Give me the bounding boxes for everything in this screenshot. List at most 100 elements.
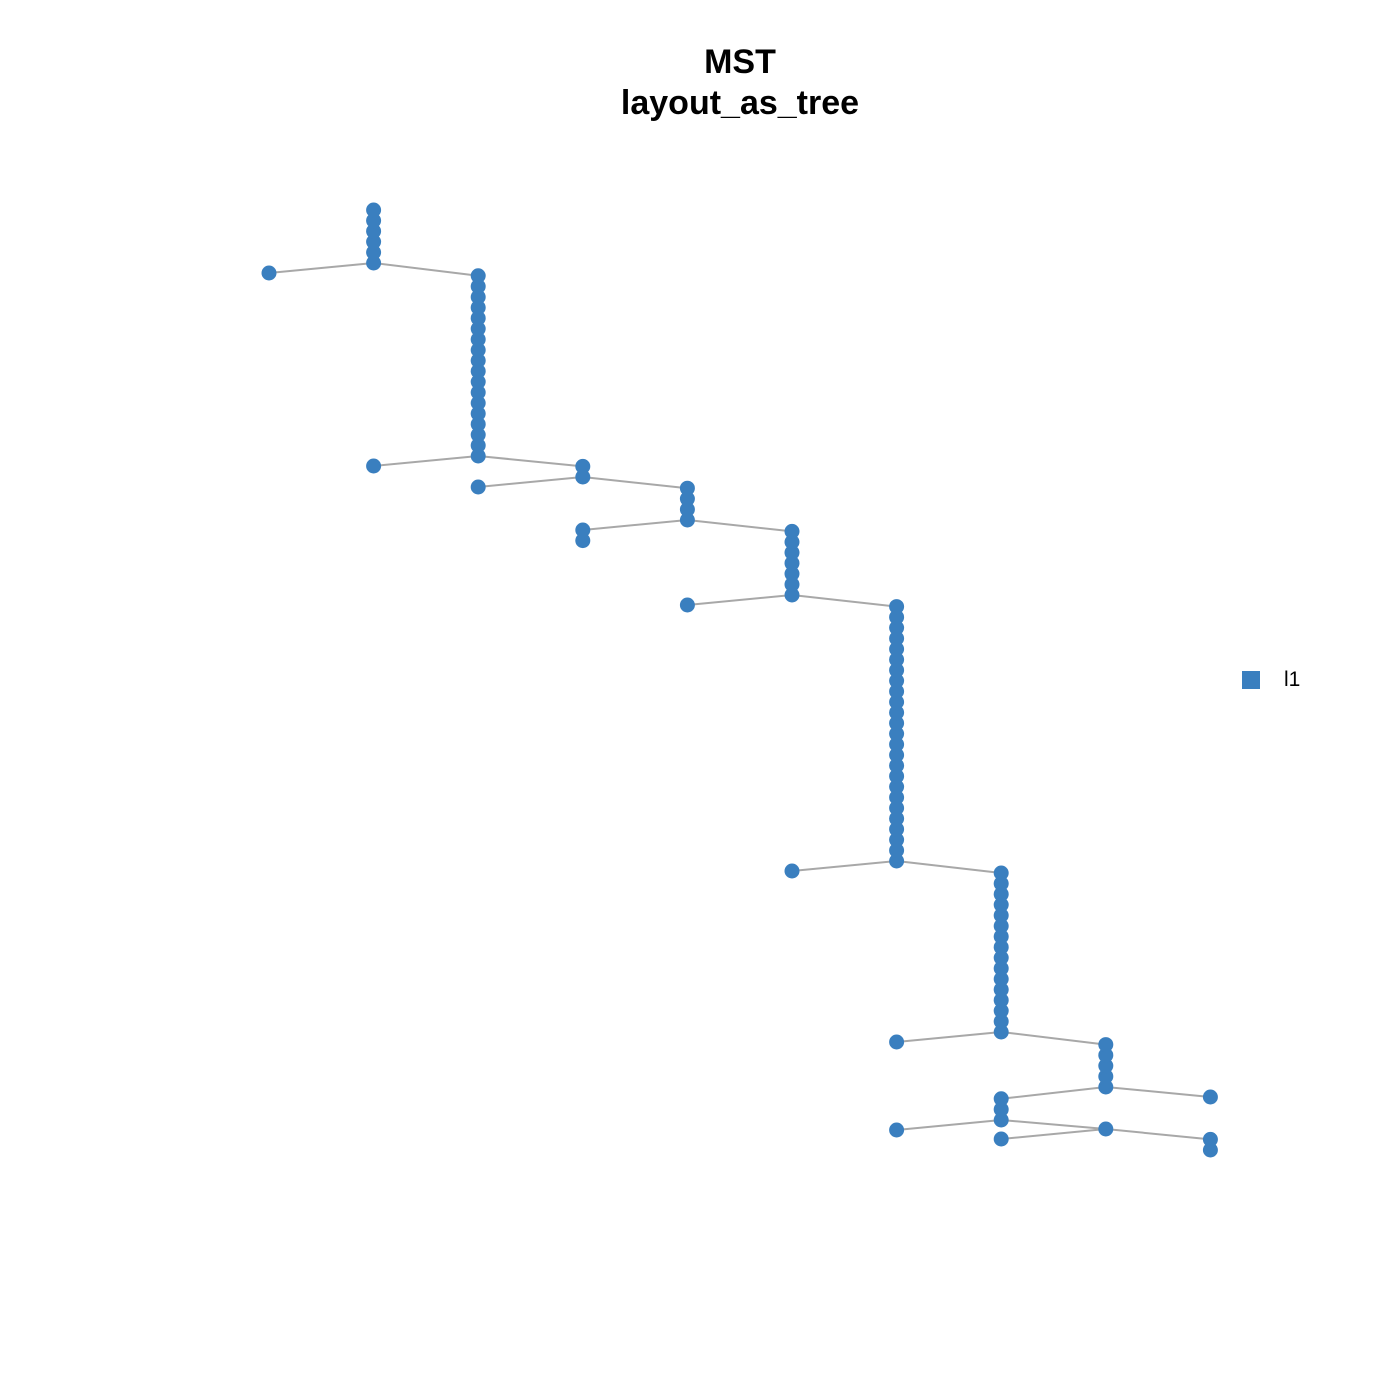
tree-node [470, 374, 486, 390]
tree-node [1202, 1142, 1218, 1158]
leaf-node [261, 265, 277, 281]
tree-edge [478, 476, 583, 488]
leaf-node [679, 597, 695, 613]
tree-node [679, 480, 695, 496]
tree-edge [896, 860, 1002, 874]
tree-node [993, 929, 1009, 945]
chart-subtitle: layout_as_tree [620, 84, 860, 122]
tree-edge [1001, 1128, 1106, 1140]
tree-node [1202, 1131, 1218, 1147]
tree-node [993, 992, 1009, 1008]
tree-node [470, 406, 486, 422]
tree-node [1098, 1058, 1114, 1074]
tree-node [470, 427, 486, 443]
tree-node [470, 300, 486, 316]
tree-node [784, 576, 800, 592]
tree-edge [1001, 1119, 1106, 1130]
tree-edge [1105, 1086, 1211, 1098]
tree-node [993, 982, 1009, 998]
tree-node [366, 223, 382, 239]
tree-edge [687, 594, 793, 606]
leaf-node [784, 863, 800, 879]
tree-node [889, 662, 905, 678]
tree-node [784, 545, 800, 561]
tree-node [470, 448, 486, 464]
tree-node [889, 736, 905, 752]
tree-node [784, 523, 800, 539]
tree-node [889, 673, 905, 689]
tree-node [993, 907, 1009, 923]
tree-node [889, 652, 905, 668]
tree-node [993, 971, 1009, 987]
tree-node [889, 811, 905, 827]
tree-edge [791, 860, 897, 872]
tree-node [470, 268, 486, 284]
tree-node [993, 939, 1009, 955]
tree-node [366, 202, 382, 218]
tree-edge [1001, 1086, 1106, 1100]
tree-node [993, 960, 1009, 976]
tree-node [470, 416, 486, 432]
tree-node [993, 1024, 1009, 1040]
tree-node [889, 842, 905, 858]
tree-node [470, 321, 486, 337]
tree-node [470, 278, 486, 294]
tree-edge [896, 1119, 1002, 1131]
tree-node [889, 758, 905, 774]
leaf-node [993, 1131, 1009, 1147]
tree-node [889, 705, 905, 721]
leaf-node [889, 1034, 905, 1050]
tree-node [889, 715, 905, 731]
leaf-node [575, 533, 591, 549]
tree-node [889, 694, 905, 710]
tree-edge [1105, 1128, 1211, 1141]
tree-node [889, 768, 905, 784]
tree-node [889, 779, 905, 795]
tree-node [889, 800, 905, 816]
tree-node [889, 821, 905, 837]
tree-edge [373, 455, 479, 467]
leaf-node [575, 522, 591, 538]
leaf-node [366, 458, 382, 474]
node-layer [261, 202, 1218, 1158]
tree-node [993, 1091, 1009, 1107]
tree-edge [268, 262, 374, 274]
tree-node [889, 726, 905, 742]
tree-node [1098, 1068, 1114, 1084]
tree-node [993, 950, 1009, 966]
legend: l1 [1242, 668, 1301, 691]
tree-edge [791, 594, 897, 608]
tree-node [889, 853, 905, 869]
tree-node [366, 213, 382, 229]
leaf-node [1202, 1089, 1218, 1105]
tree-node [1098, 1121, 1114, 1137]
tree-node [470, 353, 486, 369]
tree-node [993, 876, 1009, 892]
tree-node [366, 244, 382, 260]
tree-node [575, 458, 591, 474]
leaf-node [470, 479, 486, 495]
tree-node [470, 363, 486, 379]
chart-title: MST [704, 43, 776, 81]
tree-node [889, 832, 905, 848]
tree-node [784, 587, 800, 603]
leaf-node [889, 1122, 905, 1138]
tree-node [470, 310, 486, 326]
tree-edge [582, 519, 688, 531]
tree-node [993, 897, 1009, 913]
tree-node [889, 683, 905, 699]
tree-node [993, 865, 1009, 881]
tree-node [470, 289, 486, 305]
tree-node [679, 501, 695, 517]
tree-node [889, 641, 905, 657]
tree-node [470, 342, 486, 358]
tree-edge [478, 455, 583, 468]
tree-node [993, 1003, 1009, 1019]
legend-swatch [1242, 671, 1260, 689]
tree-edge [1001, 1031, 1106, 1046]
legend-label: l1 [1284, 668, 1301, 691]
tree-node [470, 395, 486, 411]
tree-node [784, 566, 800, 582]
tree-node [575, 469, 591, 485]
tree-node [1098, 1079, 1114, 1095]
